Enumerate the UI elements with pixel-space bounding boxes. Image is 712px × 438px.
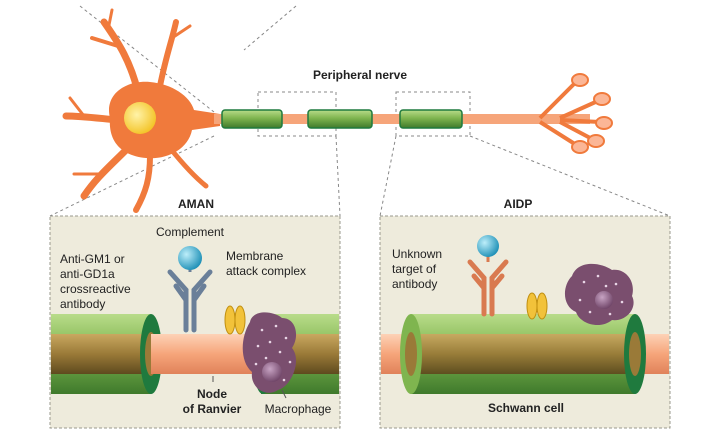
- target-label-2: target of: [392, 262, 437, 276]
- macrophage-label: Macrophage: [265, 402, 332, 416]
- membrane-attack-complex-left: [224, 305, 246, 335]
- antibody-label-2: anti-GD1a: [60, 267, 115, 281]
- leader-lines: [212, 376, 287, 399]
- antibody-label-3: crossreactive: [60, 282, 131, 296]
- aman-title: AMAN: [178, 197, 214, 211]
- myelin-segments: [221, 109, 463, 129]
- target-sphere: [477, 235, 499, 262]
- mac-label-2: attack complex: [226, 264, 306, 278]
- complement-label: Complement: [156, 225, 225, 239]
- neuron-nucleus: [124, 102, 156, 134]
- mac-label-1: Membrane: [226, 249, 284, 263]
- schwann-label: Schwann cell: [488, 401, 564, 415]
- neuron: [62, 8, 220, 213]
- target-label-3: antibody: [392, 277, 437, 291]
- antibody-label-1: Anti-GM1 or: [60, 252, 125, 266]
- aidp-nerve: [381, 314, 669, 394]
- macrophage-right: [564, 263, 634, 326]
- node-label-2: of Ranvier: [183, 402, 242, 416]
- target-label-1: Unknown: [392, 247, 442, 261]
- aidp-title: AIDP: [504, 197, 533, 211]
- macrophage-left: [242, 312, 297, 393]
- antibody-left: [167, 269, 213, 333]
- antibody-label-4: antibody: [60, 297, 105, 311]
- node-label-1: Node: [197, 387, 227, 401]
- title: Peripheral nerve: [313, 68, 407, 82]
- membrane-attack-complex-right: [526, 292, 548, 320]
- complement-sphere: [178, 246, 202, 272]
- antibody-right: [467, 259, 509, 317]
